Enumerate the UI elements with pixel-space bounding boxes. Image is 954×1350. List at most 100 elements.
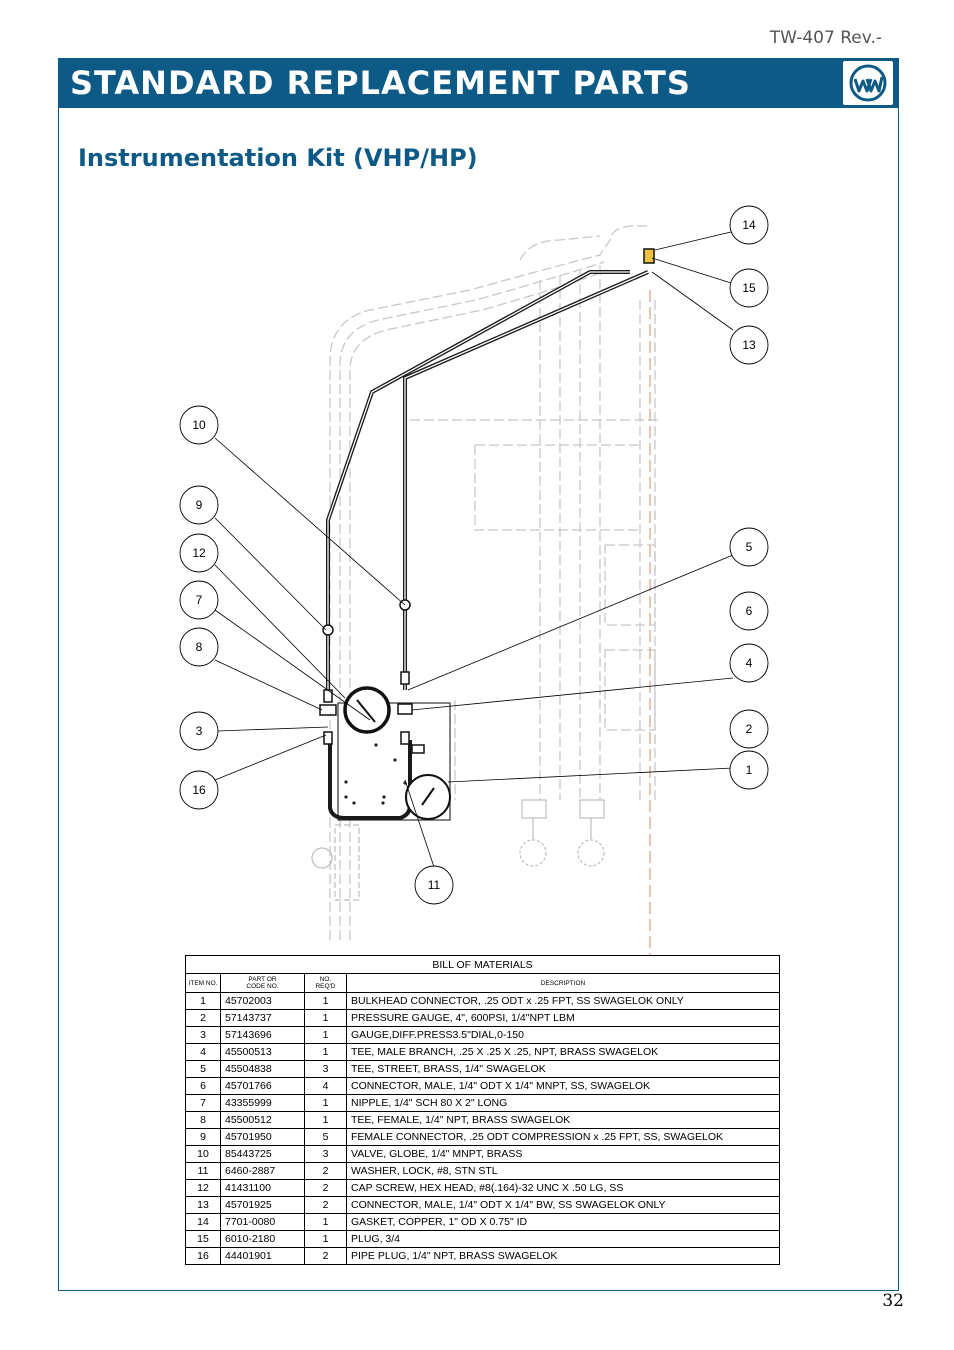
bom-cell-item: 6: [185, 1077, 221, 1095]
callout-label: 14: [742, 218, 756, 232]
diff-pressure-gauge: [343, 686, 391, 734]
bom-cell-item: 2: [185, 1009, 221, 1027]
bom-cell-item: 8: [185, 1111, 221, 1129]
callout-label: 2: [746, 722, 753, 736]
bom-cell-part: 45701925: [220, 1196, 305, 1214]
fittings: [319, 248, 655, 754]
bom-cell-item: 10: [185, 1145, 221, 1163]
company-logo: [843, 61, 893, 105]
bom-cell-qty: 1: [304, 1026, 347, 1044]
bom-cell-part: 85443725: [220, 1145, 305, 1163]
callout-label: 12: [192, 546, 206, 560]
bom-cell-qty: 1: [304, 992, 347, 1010]
bom-cell-qty: 1: [304, 1094, 347, 1112]
bom-cell-item: 9: [185, 1128, 221, 1146]
callout-labels: 14 15 13 10 9 12 7 8 3 16 5 6 4 2 1 11: [192, 218, 756, 892]
callout-label: 9: [196, 498, 203, 512]
bom-cell-item: 7: [185, 1094, 221, 1112]
bom-cell-desc: PLUG, 3/4: [346, 1230, 780, 1248]
callout-label: 6: [746, 604, 753, 618]
callout-label: 11: [428, 878, 441, 892]
bom-cell-desc: BULKHEAD CONNECTOR, .25 ODT x .25 FPT, S…: [346, 992, 780, 1010]
bom-cell-desc: FEMALE CONNECTOR, .25 ODT COMPRESSION x …: [346, 1128, 780, 1146]
bom-cell-qty: 2: [304, 1162, 347, 1180]
title-banner: STANDARD REPLACEMENT PARTS: [58, 58, 899, 108]
pressure-gauge-needle: [421, 787, 435, 806]
bom-cell-item: 3: [185, 1026, 221, 1044]
bom-cell-desc: PRESSURE GAUGE, 4", 600PSI, 1/4"NPT LBM: [346, 1009, 780, 1027]
bom-cell-qty: 4: [304, 1077, 347, 1095]
bom-cell-desc: CONNECTOR, MALE, 1/4" ODT X 1/4" BW, SS …: [346, 1196, 780, 1214]
bom-cell-part: 44401901: [220, 1247, 305, 1265]
bom-cell-part: 57143737: [220, 1009, 305, 1027]
bom-cell-item: 5: [185, 1060, 221, 1078]
lower-components: [311, 799, 605, 901]
bom-cell-part: 45504838: [220, 1060, 305, 1078]
callout-label: 4: [746, 656, 753, 670]
bom-cell-item: 13: [185, 1196, 221, 1214]
bom-header-qty-line2: REQ'D: [315, 983, 336, 990]
gauge-needle: [356, 699, 376, 723]
callout-label: 8: [196, 640, 203, 654]
engine-outline: [329, 225, 660, 940]
document-id: TW-407 Rev.-: [769, 28, 882, 48]
bom-cell-desc: CAP SCREW, HEX HEAD, #8(.164)-32 UNC X .…: [346, 1179, 780, 1197]
bom-cell-desc: PIPE PLUG, 1/4" NPT, BRASS SWAGELOK: [346, 1247, 780, 1265]
bom-cell-desc: TEE, FEMALE, 1/4" NPT, BRASS SWAGELOK: [346, 1111, 780, 1129]
bom-cell-item: 14: [185, 1213, 221, 1231]
bom-cell-qty: 2: [304, 1196, 347, 1214]
bom-cell-item: 11: [185, 1162, 221, 1180]
bom-cell-desc: GASKET, COPPER, 1" OD X 0.75" ID: [346, 1213, 780, 1231]
callout-circles: [179, 205, 769, 905]
bom-cell-part: 45702003: [220, 992, 305, 1010]
bom-cell-item: 12: [185, 1179, 221, 1197]
bom-cell-qty: 1: [304, 1230, 347, 1248]
bom-cell-item: 1: [185, 992, 221, 1010]
bom-header-part-line1: PART OR: [248, 976, 277, 983]
bom-cell-part: 6010-2180: [220, 1230, 305, 1248]
logo-mark: [849, 64, 887, 102]
bom-cell-part: 45500513: [220, 1043, 305, 1061]
bom-cell-qty: 1: [304, 1111, 347, 1129]
bom-cell-part: 6460-2887: [220, 1162, 305, 1180]
bom-cell-qty: 2: [304, 1179, 347, 1197]
bom-cell-qty: 2: [304, 1247, 347, 1265]
bom-cell-desc: NIPPLE, 1/4" SCH 80 X 2" LONG: [346, 1094, 780, 1112]
bom-caption: BILL OF MATERIALS: [185, 955, 780, 974]
leader-lines: [214, 231, 734, 868]
bom-cell-part: 41431100: [220, 1179, 305, 1197]
bom-cell-qty: 1: [304, 1009, 347, 1027]
bom-cell-desc: TEE, STREET, BRASS, 1/4" SWAGELOK: [346, 1060, 780, 1078]
bom-cell-qty: 1: [304, 1213, 347, 1231]
section-title: Instrumentation Kit (VHP/HP): [78, 144, 478, 172]
bom-cell-part: 7701-0080: [220, 1213, 305, 1231]
panel-holes: [344, 743, 407, 805]
bom-cell-desc: CONNECTOR, MALE, 1/4" ODT X 1/4" MNPT, S…: [346, 1077, 780, 1095]
bom-cell-qty: 3: [304, 1145, 347, 1163]
banner-title: STANDARD REPLACEMENT PARTS: [70, 64, 691, 102]
bom-cell-qty: 5: [304, 1128, 347, 1146]
callout-label: 1: [746, 763, 753, 777]
tubing-highlight: [327, 271, 649, 690]
bom-header-qty-line1: NO.: [319, 976, 332, 983]
bom-cell-part: 45701950: [220, 1128, 305, 1146]
bom-cell-qty: 3: [304, 1060, 347, 1078]
bom-cell-part: 45500512: [220, 1111, 305, 1129]
bom-cell-item: 16: [185, 1247, 221, 1265]
bom-cell-desc: WASHER, LOCK, #8, STN STL: [346, 1162, 780, 1180]
